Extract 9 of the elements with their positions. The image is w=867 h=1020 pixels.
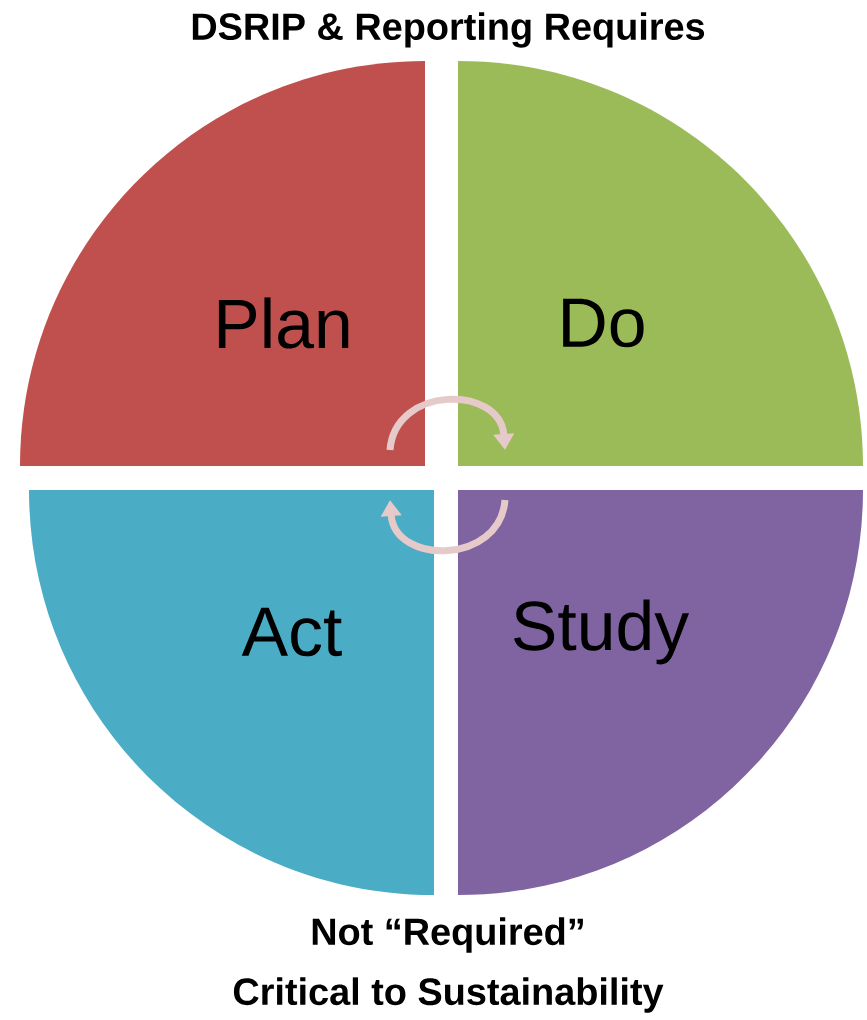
quadrant: Plan: [20, 61, 425, 466]
cycle-arrow: [386, 395, 515, 451]
title: DSRIP & Reporting Requires: [192, 12, 705, 48]
quadrant: Do: [458, 61, 863, 466]
quadrant: Study: [458, 490, 863, 895]
note: Not “Required”: [312, 917, 583, 953]
note: Critical to Sustainability: [233, 977, 664, 1013]
quadrant: Act: [29, 490, 434, 895]
cycle-arrow: [380, 499, 509, 555]
